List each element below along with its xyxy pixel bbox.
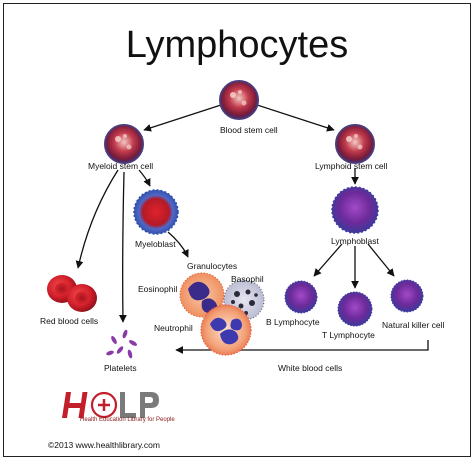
arrow-myeloid-to-red [75,169,119,269]
help-logo [62,391,159,419]
myeloid-stem-cell-icon [104,124,144,164]
arrow-stem-to-myeloid [143,103,225,132]
label-lymphoid-stem-cell: Lymphoid stem cell [315,161,388,171]
diagram-frame: Lymphocytes Blood stem cell Myeloid stem… [3,3,471,457]
diagram-canvas [47,80,429,419]
connector-arrows [75,103,429,354]
label-platelets: Platelets [104,363,137,373]
copyright-text: ©2013 www.healthlibrary.com [48,440,160,450]
label-granulocytes: Granulocytes [187,261,238,271]
label-myeloid-stem-cell: Myeloid stem cell [88,161,154,171]
label-myeloblast: Myeloblast [135,239,176,249]
t-lymphocyte-icon [337,291,373,327]
arrow-myeloid-to-platelets [118,171,127,323]
b-lymphocyte-icon [284,280,318,314]
label-lymphoblast: Lymphoblast [331,236,379,246]
label-blood-stem-cell: Blood stem cell [220,125,278,135]
lymphoblast-icon [331,186,379,234]
label-b-lymphocyte: B Lymphocyte [266,317,320,327]
label-red-blood-cells: Red blood cells [40,316,99,326]
arrow-myeloblast-to-granulocytes [167,231,189,258]
blood-stem-cell-icon [219,80,259,120]
arrow-myeloid-to-myeloblast [138,169,151,187]
label-t-lymphocyte: T Lymphocyte [322,330,375,340]
label-basophil: Basophil [231,274,264,284]
arrow-lymphoblast-to-nk [367,243,395,277]
label-eosinophil: Eosinophil [138,284,178,294]
arrow-lymphoblast-to-b [313,243,343,277]
myeloblast-icon [133,189,179,235]
arrow-stem-to-lymphoid [253,103,335,132]
white-blood-cells-bracket [175,340,429,354]
label-white-blood-cells: White blood cells [278,363,343,373]
natural-killer-cell-icon [390,279,424,313]
page-title: Lymphocytes [125,24,349,66]
neutrophil-icon [200,304,252,356]
logo-tagline: Health Education Library for People [80,417,175,423]
label-natural-killer-cell: Natural killer cell [382,320,445,330]
lymphoid-stem-cell-icon [335,124,375,164]
label-neutrophil: Neutrophil [154,323,193,333]
red-blood-cells-icon [47,275,97,312]
platelets-icon [106,329,138,359]
